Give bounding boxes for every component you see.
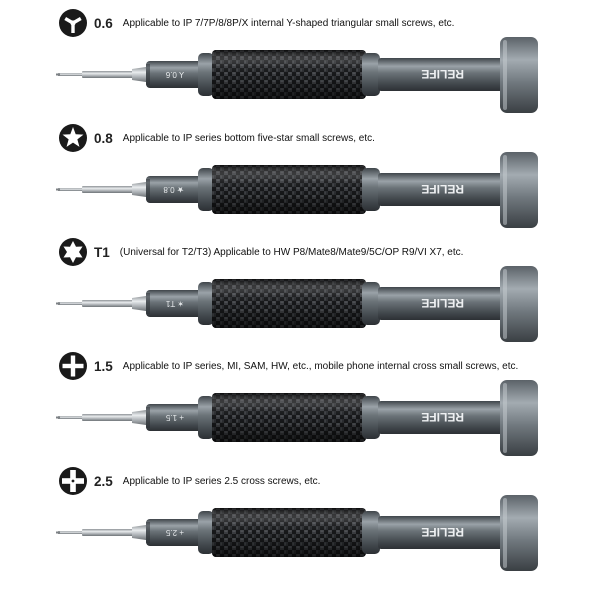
rotating-cap <box>500 152 538 228</box>
engraved-size: ★ 0.8 <box>163 185 184 194</box>
bit-description: Applicable to IP series bottom five-star… <box>122 132 375 144</box>
screwdriver-row-0.8: 0.8 Applicable to IP series bottom five-… <box>0 115 600 231</box>
brand-logo: RELIFE <box>421 525 464 539</box>
row-header: 2.5 Applicable to IP series 2.5 cross sc… <box>58 466 320 496</box>
rotating-cap <box>500 266 538 342</box>
y-triangle-icon <box>59 9 87 37</box>
engraved-size: ⅄ 0.6 <box>165 70 185 79</box>
rotating-cap <box>500 37 538 113</box>
row-header: 1.5 Applicable to IP series, MI, SAM, HW… <box>58 351 518 381</box>
row-header: 0.6 Applicable to IP 7/7P/8/8P/X interna… <box>58 8 454 38</box>
five-star-icon <box>59 124 87 152</box>
bit-size: T1 <box>94 244 110 260</box>
torx-icon <box>59 238 87 266</box>
screwdriver-image: ✶ T1 RELIFE <box>56 266 538 342</box>
screwdriver-row-t1: T1 (Universal for T2/T3) Applicable to H… <box>0 229 600 345</box>
row-header: T1 (Universal for T2/T3) Applicable to H… <box>58 237 463 267</box>
screwdriver-row-0.6: 0.6 Applicable to IP 7/7P/8/8P/X interna… <box>0 0 600 116</box>
rotating-cap <box>500 495 538 571</box>
engraved-size: + 1.5 <box>165 413 184 422</box>
bit-size: 0.6 <box>94 15 113 31</box>
cross-icon <box>59 352 87 380</box>
rotating-cap <box>500 380 538 456</box>
brand-logo: RELIFE <box>421 296 464 310</box>
screwdriver-image: ★ 0.8 RELIFE <box>56 152 538 228</box>
screwdriver-image: ⅄ 0.6 RELIFE <box>56 37 538 113</box>
row-header: 0.8 Applicable to IP series bottom five-… <box>58 123 375 153</box>
bit-size: 1.5 <box>94 358 113 374</box>
engraved-size: + 2.5 <box>165 528 184 537</box>
screwdriver-image: + 1.5 RELIFE <box>56 380 538 456</box>
bit-size: 0.8 <box>94 130 113 146</box>
brand-logo: RELIFE <box>421 410 464 424</box>
screwdriver-row-2.5: 2.5 Applicable to IP series 2.5 cross sc… <box>0 458 600 574</box>
bit-description: Applicable to IP series, MI, SAM, HW, et… <box>122 360 519 372</box>
screwdriver-row-1.5: 1.5 Applicable to IP series, MI, SAM, HW… <box>0 343 600 459</box>
brand-logo: RELIFE <box>421 182 464 196</box>
screwdriver-image: + 2.5 RELIFE <box>56 495 538 571</box>
bit-description: Applicable to IP series 2.5 cross screws… <box>122 475 321 487</box>
bit-description: (Universal for T2/T3) Applicable to HW P… <box>119 246 464 258</box>
cross-bold-icon <box>59 467 87 495</box>
bit-description: Applicable to IP 7/7P/8/8P/X internal Y-… <box>122 17 455 29</box>
bit-size: 2.5 <box>94 473 113 489</box>
engraved-size: ✶ T1 <box>165 299 184 308</box>
brand-logo: RELIFE <box>421 67 464 81</box>
